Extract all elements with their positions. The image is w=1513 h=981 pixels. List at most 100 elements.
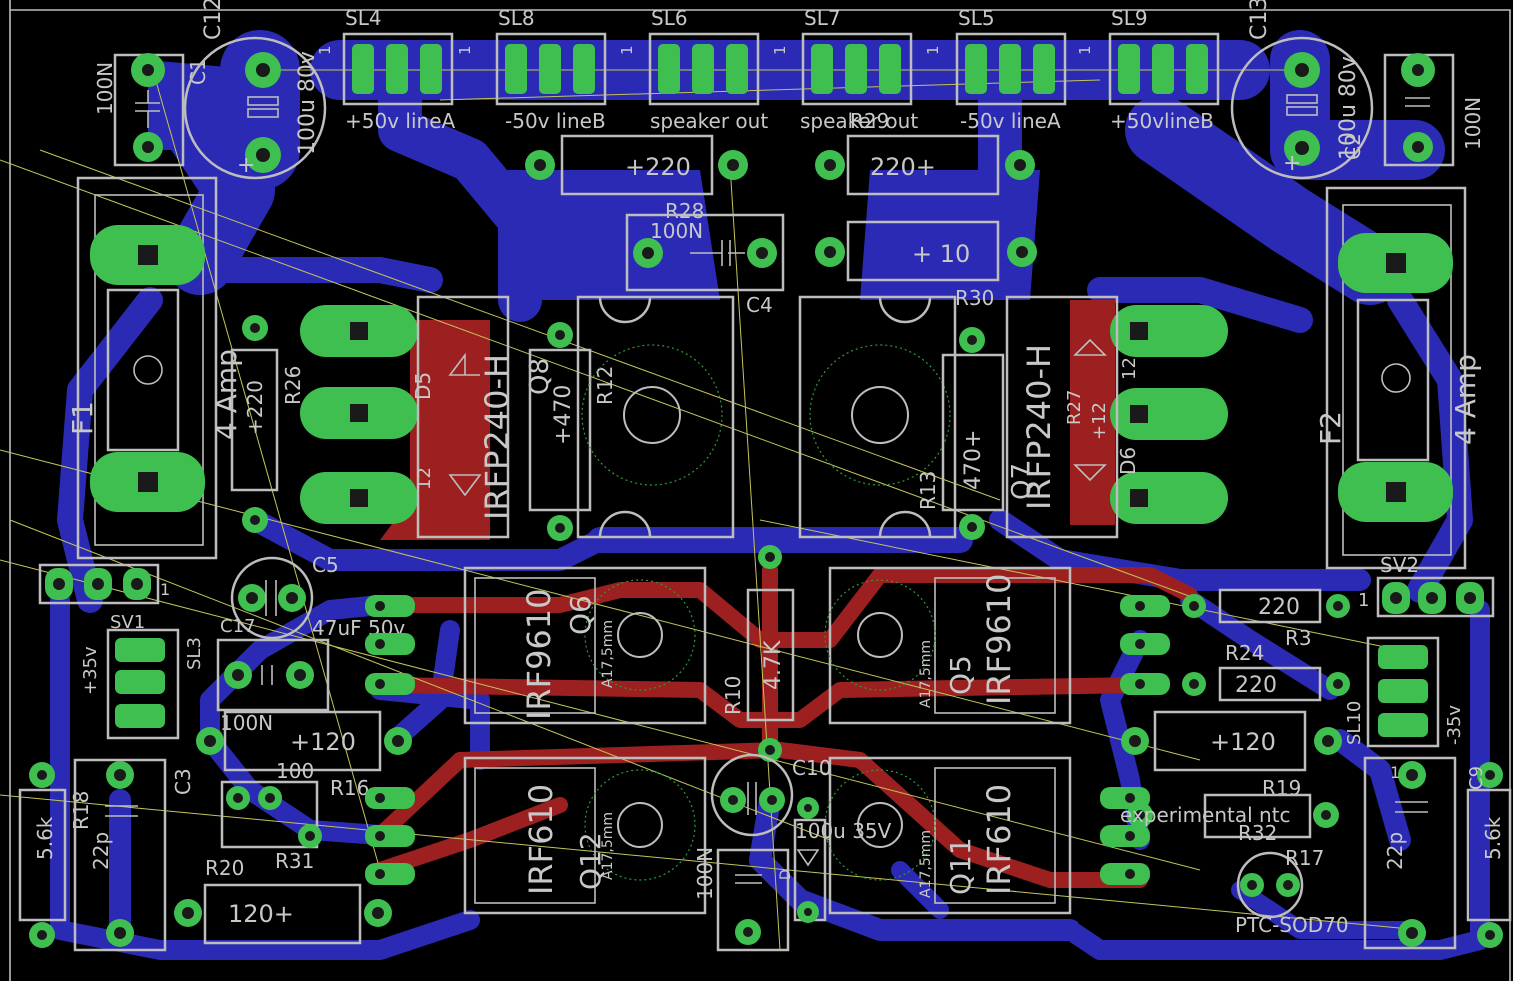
capacitor-c12[interactable]: + C12 100u 80v [183,0,327,180]
pin1-marker: 1 [160,580,170,599]
diode-d5[interactable]: D5 12 [411,295,510,539]
connector-row: SL4 +50v lineA SL8 -50v lineB SL6 speake… [316,6,1220,133]
c13-label: C13 [1247,0,1272,40]
r32-label: R32 [1238,821,1277,845]
sl7-net-label: speaker out [800,109,918,133]
r19-value: +120 [1210,728,1276,756]
r13-value: 470+ [961,430,986,490]
resistor-r13[interactable]: 470+ R13 [916,327,1005,540]
pin1-marker: 1 [1358,590,1369,611]
c1-value: 100N [93,62,117,115]
capacitor-c4[interactable]: 100N C4 [625,213,785,317]
capacitor-c2[interactable]: 100N C2 [1341,53,1485,167]
connector-sl4[interactable]: SL4 +50v lineA [342,6,455,133]
r31-label: R31 [275,849,314,873]
c5-label: C5 [312,553,339,577]
resistor-r12[interactable]: +470 R12 [528,322,617,541]
q6-label: Q6 [564,595,597,635]
resistor-c9[interactable]: 5.6k C9 [1466,762,1512,948]
pin1-marker: 1 [618,45,636,55]
capacitor-c13[interactable]: + C13 100u 80v [1230,0,1374,180]
q8-pads [300,305,418,524]
capacitor-c5[interactable]: C5 C17 47uF 50v [220,553,405,640]
connector-sl10[interactable]: SL10 -35v [1344,636,1465,748]
capacitor-100n-center[interactable]: 100N [693,847,790,952]
r3-label: R3 [1285,626,1312,650]
resistor-r24[interactable]: 220 R24 [1182,641,1350,702]
sl8-net-label: -50v lineB [505,109,606,133]
sl10-supply: -35v [1444,705,1465,745]
capacitor-22p-right[interactable]: 22p 1 [1363,756,1457,950]
r28-label: R28 [665,199,704,223]
q7-pads [1110,305,1228,524]
connector-sl8[interactable]: SL8 -50v lineB [495,6,607,133]
r32-value: experimental ntc [1120,803,1291,827]
capacitor-c17[interactable]: 100N [216,638,330,735]
resistor-r20[interactable]: 120+ R20 [174,856,392,945]
connector-sl9[interactable]: SL9 +50vlineB [1108,6,1220,133]
connector-sl3[interactable]: +35v SL3 [80,628,205,740]
q5-heatsink: A17,5mm [918,640,934,708]
resistor-r26[interactable]: +220 R26 [230,315,305,533]
r31-value: 100 [276,759,314,783]
c2-value: 100N [1461,97,1485,150]
q12-heatsink: A17,5mm [600,812,616,880]
capacitor-c3[interactable]: C3 [171,768,195,795]
diode-d6[interactable]: +12 R27 D6 12 [1064,338,1140,482]
sl4-net-label: +50v lineA [345,109,455,133]
r30-value: + 10 [912,240,970,268]
resistor-r29[interactable]: 220+ R29 [815,109,1035,196]
sl6-net-label: speaker out [650,109,768,133]
board-outline [9,0,1511,981]
heatsink-q7[interactable] [798,295,957,539]
r10-label: R10 [721,676,745,715]
transistor-q6[interactable]: IRF9610 Q6 A17,5mm [365,566,707,725]
header-sv2[interactable]: SV2 1 [1358,553,1495,618]
c4-value: 100N [650,219,703,243]
capacitor-c1[interactable]: 100N C1 [93,53,210,167]
connector-sl5[interactable]: SL5 -50v lineA [955,6,1067,133]
transistor-q7[interactable]: IRFP240-H Q7 [1005,295,1119,539]
resistor-r16[interactable]: +120 R16 [196,710,412,800]
q5-type: IRF9610 [980,573,1018,705]
connector-sl7[interactable]: SL7 speaker out [800,6,918,133]
sl10-label: SL10 [1344,701,1365,745]
r24-value: 220 [1235,673,1277,698]
resistor-r18[interactable]: 5.6k R18 [18,762,93,948]
r19-label: R19 [1262,776,1301,800]
ptc-r17[interactable]: R17 PTC-SOD70 [1235,846,1349,937]
resistor-r19[interactable]: +120 R19 [1121,710,1342,800]
capacitor-c10[interactable]: C10 100u 35V [710,753,892,843]
r3-value: 220 [1258,595,1300,620]
transistor-q11[interactable]: IRF610 Q11 A17,5mm [824,756,1150,915]
transistor-q5[interactable]: IRF9610 Q5 A17,5mm [824,566,1170,725]
diode-center[interactable]: D [778,797,827,923]
q11-heatsink: A17,5mm [918,830,934,898]
resistor-r30[interactable]: + 10 R30 [815,220,1037,310]
q6-type: IRF9610 [520,588,558,720]
svg-text:+: + [237,153,255,178]
transistor-q8[interactable]: IRFP240-H Q8 [478,354,555,520]
ntc-r32[interactable]: experimental ntc R32 [1120,793,1339,845]
sl4-label: SL4 [345,6,382,30]
fuse-f1[interactable]: F1 4 Amp [66,176,243,560]
sl9-net-label: +50vlineB [1110,109,1214,133]
pin1-marker: 1 [771,45,789,55]
header-sv1[interactable]: SV1 1 [38,563,170,633]
fuse-f2[interactable]: F2 4 Amp [1314,186,1482,570]
connector-sl6[interactable]: SL6 speaker out [648,6,768,133]
r16-value: +120 [290,728,356,756]
pin1-marker: 1 [1076,45,1094,55]
r30-label: R30 [955,286,994,310]
capacitor-22p-left[interactable]: 22p [73,758,167,952]
trimmer-r31[interactable]: 100 R31 [220,759,322,873]
sl3-supply: +35v [80,646,101,695]
f2-rating: 4 Amp [1449,354,1482,445]
resistor-r28[interactable]: +220 R28 [525,134,748,223]
heatsink-q8[interactable] [576,295,735,539]
r27-label: R27 [1064,390,1085,425]
sl5-net-label: -50v lineA [960,109,1061,133]
resistor-r3[interactable]: 220 R3 [1182,588,1350,650]
transistor-q12[interactable]: IRF610 Q12 A17,5mm [365,756,707,915]
